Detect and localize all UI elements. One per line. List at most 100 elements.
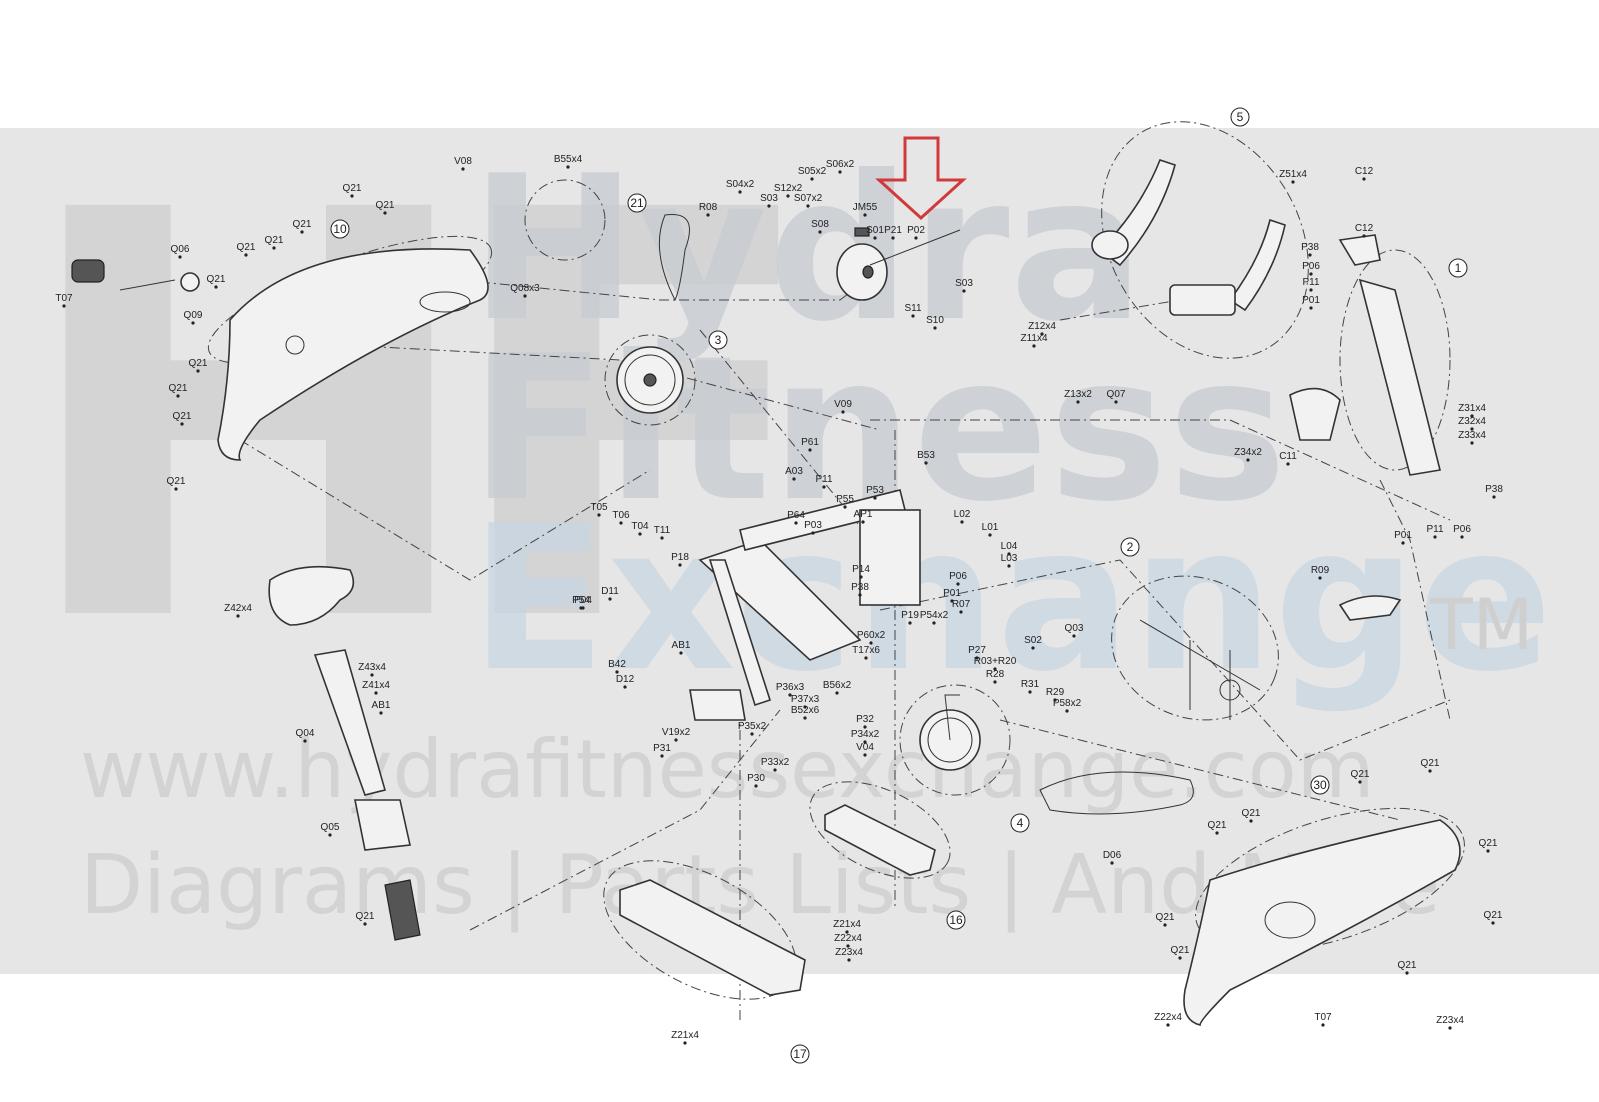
part-label: C12: [1355, 223, 1374, 234]
part-label: V19x2: [662, 727, 691, 738]
part-label: Z23x4: [835, 947, 863, 958]
label-dot: [1032, 344, 1036, 348]
part-label: B52x6: [791, 705, 820, 716]
label-dot: [1491, 921, 1495, 925]
part-label: B56x2: [823, 680, 852, 691]
part-label: Q21: [1398, 960, 1417, 971]
label-dot: [1309, 288, 1313, 292]
label-dot: [873, 496, 877, 500]
part-label: P30: [747, 773, 765, 784]
part-label: S02: [1024, 635, 1042, 646]
part-label: Q21: [189, 358, 208, 369]
label-dot: [1470, 427, 1474, 431]
part-label: D06: [1103, 850, 1122, 861]
part-label: Z12x4: [1028, 321, 1056, 332]
label-dot: [660, 536, 664, 540]
label-dot: [236, 614, 240, 618]
feet: [619, 804, 936, 996]
label-dot: [1470, 414, 1474, 418]
part-label: R31: [1021, 679, 1040, 690]
label-dot: [615, 670, 619, 674]
label-dot: [792, 477, 796, 481]
label-dot: [841, 410, 845, 414]
flywheel-3: [616, 346, 684, 414]
part-label: P38: [1301, 242, 1319, 253]
label-dot: [566, 165, 570, 169]
label-dot: [750, 732, 754, 736]
label-dot: [924, 461, 928, 465]
callout-circle: [1010, 813, 1030, 833]
label-dot: [1286, 462, 1290, 466]
part-label: Z31x4: [1458, 403, 1486, 414]
label-dot: [244, 253, 248, 257]
label-dot: [1246, 458, 1250, 462]
part-label: P31: [653, 743, 671, 754]
belt-r08: [658, 213, 690, 302]
inset-2: [1139, 619, 1261, 720]
part-label: P03: [804, 520, 822, 531]
part-label: T06: [612, 510, 630, 521]
label-dot: [863, 213, 867, 217]
part-label: L04: [1001, 541, 1018, 552]
label-dot: [891, 236, 895, 240]
part-label: P53: [866, 485, 884, 496]
part-label: AP1: [854, 509, 873, 520]
label-dot: [1040, 332, 1044, 336]
label-dot: [845, 930, 849, 934]
pulley-assembly: [836, 227, 961, 301]
label-dot: [674, 738, 678, 742]
label-dot: [1028, 690, 1032, 694]
part-label: P54x2: [920, 610, 949, 621]
part-label: S06x2: [826, 159, 855, 170]
right-shroud: [1183, 819, 1461, 1027]
part-label: P01: [1394, 530, 1412, 541]
part-label: A03: [785, 466, 803, 477]
part-label: Q21: [173, 411, 192, 422]
label-dot: [803, 705, 807, 709]
label-dot: [818, 230, 822, 234]
label-dot: [1321, 1023, 1325, 1027]
part-label: Z23x4: [1436, 1015, 1464, 1026]
part-label: Q21: [265, 235, 284, 246]
label-dot: [523, 294, 527, 298]
label-dot: [1072, 634, 1076, 638]
label-dot: [379, 711, 383, 715]
part-label: P11: [815, 474, 832, 485]
callout-number: 17: [793, 1047, 807, 1061]
callout-circle: [790, 1044, 810, 1064]
part-label: R29: [1046, 687, 1065, 698]
callout-number: 21: [630, 196, 644, 210]
part-label: P60x2: [857, 630, 886, 641]
label-dot: [873, 236, 877, 240]
handlebar-5: [1091, 159, 1286, 316]
label-dot: [863, 740, 867, 744]
label-dot: [363, 922, 367, 926]
part-label: P19: [901, 610, 919, 621]
part-label: Q21: [1156, 912, 1175, 923]
label-dot: [1460, 535, 1464, 539]
label-dot: [328, 833, 332, 837]
part-label: R28: [986, 669, 1005, 680]
callout-number: 30: [1313, 778, 1327, 792]
part-label: P21: [884, 225, 902, 236]
label-dot: [806, 204, 810, 208]
callout-circle: [1230, 107, 1250, 127]
callout-circle: [708, 330, 728, 350]
callout-circle: [330, 219, 350, 239]
label-dot: [803, 716, 807, 720]
highlight-arrow: [875, 136, 967, 221]
label-dot: [950, 599, 954, 603]
part-label: AB1: [672, 640, 691, 651]
label-dot: [908, 621, 912, 625]
label-dot: [835, 691, 839, 695]
part-label: Z41x4: [362, 680, 390, 691]
watermark-trademark: TM: [1430, 584, 1534, 666]
label-dot: [370, 673, 374, 677]
label-dot: [383, 211, 387, 215]
part-label: Q04: [296, 728, 315, 739]
part-label: Z42x4: [224, 603, 252, 614]
part-label: Q06: [171, 244, 190, 255]
label-dot: [1362, 177, 1366, 181]
label-dot: [956, 582, 960, 586]
